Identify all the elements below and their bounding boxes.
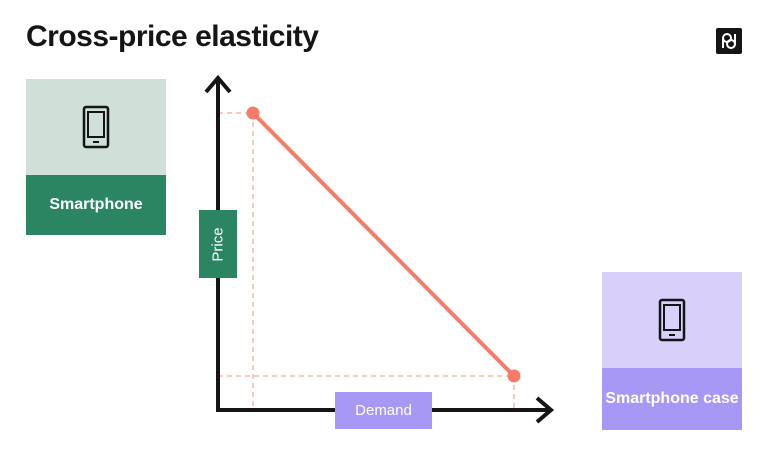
product-label-smartphone: Smartphone	[26, 175, 166, 235]
y-axis-label: Price	[199, 210, 237, 278]
product-card-smartphone: Smartphone	[26, 79, 166, 235]
product-card-smartphone-case: Smartphone case	[602, 272, 742, 430]
point-high-price	[246, 106, 260, 120]
x-axis-label: Demand	[335, 392, 432, 429]
product-card-icon-area	[602, 272, 742, 368]
page-title: Cross-price elasticity	[26, 20, 319, 53]
x-axis-arrowhead	[535, 396, 555, 424]
point-high-demand	[507, 369, 521, 383]
product-card-icon-area	[26, 79, 166, 175]
product-label-smartphone-case: Smartphone case	[602, 368, 742, 430]
smartphone-icon	[82, 105, 110, 149]
y-axis-label-text: Price	[209, 226, 227, 262]
y-axis-arrowhead	[204, 74, 232, 94]
smartphone-icon	[658, 298, 686, 342]
pd-logo-icon	[716, 28, 742, 54]
relationship-line	[251, 111, 516, 378]
